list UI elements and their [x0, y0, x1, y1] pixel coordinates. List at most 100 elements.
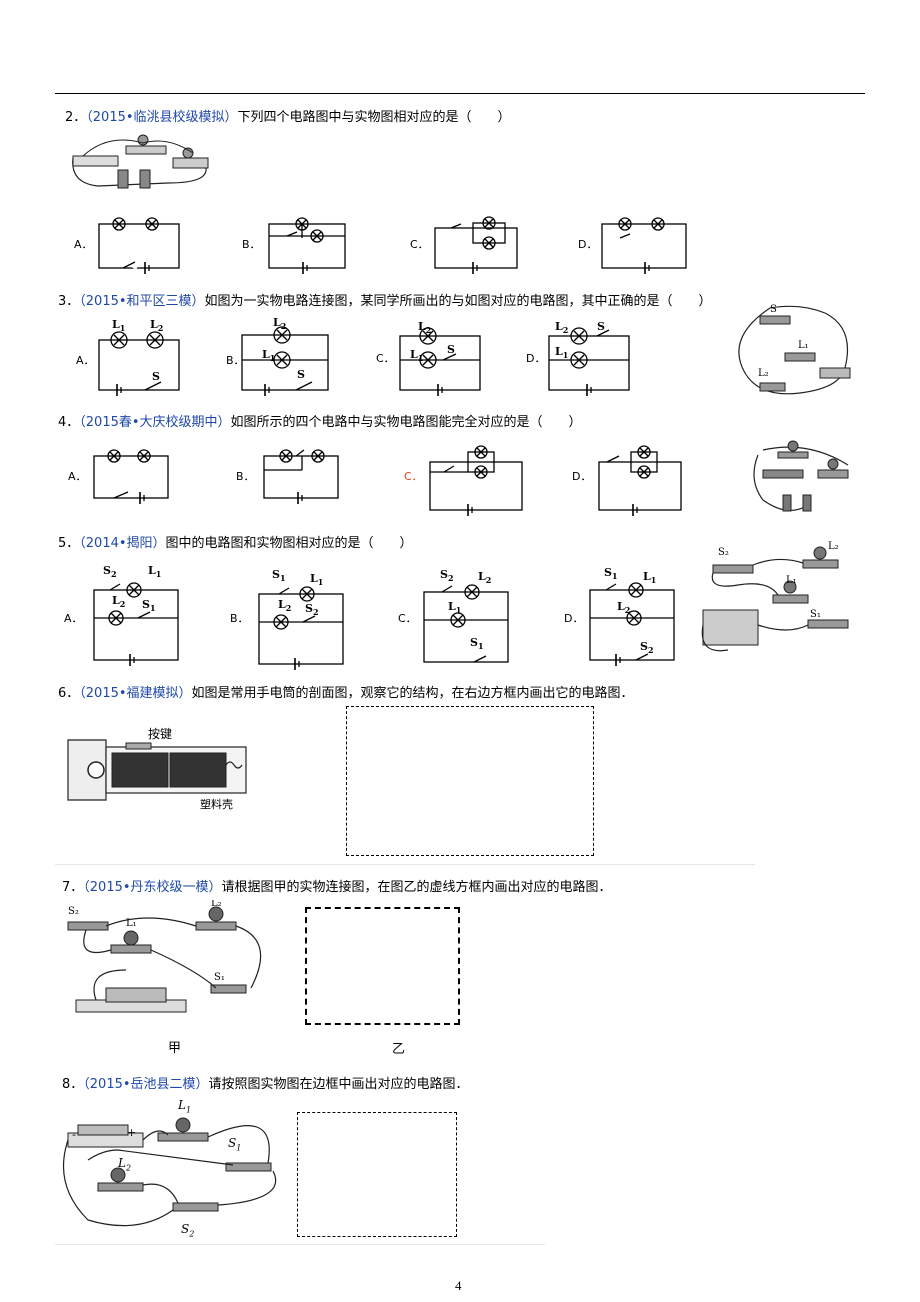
label-figure-yi: 乙: [392, 1042, 406, 1057]
label-plastic-shell: 塑料壳: [200, 798, 233, 811]
question-8: 8．（2015•岳池县二模）请按照图实物图在边框中画出对应的电路图．: [62, 1077, 469, 1092]
svg-text:S₂: S₂: [718, 547, 729, 558]
q2-option-c-circuit: [434, 216, 518, 274]
option-a-label: A．: [64, 612, 83, 625]
option-c-label: C．: [376, 352, 395, 365]
label-l2: L2: [273, 316, 287, 332]
q4-option-a-circuit: [93, 449, 169, 504]
label-l1: L1: [310, 572, 324, 588]
label-l1: L1: [178, 1098, 192, 1115]
svg-text:L₂: L₂: [211, 900, 222, 909]
question-source: （2015•福建模拟）: [79, 686, 192, 701]
label-s2: S2: [103, 564, 117, 580]
svg-text:L₂: L₂: [758, 368, 769, 379]
label-s2: S2: [640, 640, 654, 656]
flashlight-cross-section-image: [67, 739, 247, 801]
option-c-label: C．: [398, 612, 417, 625]
q2-option-b-circuit: [268, 217, 346, 274]
option-b-label: B．: [242, 238, 261, 251]
option-a-label: A．: [68, 470, 87, 483]
question-6: 6．（2015•福建模拟）如图是常用手电筒的剖面图，观察它的结构，在右边方框内画…: [58, 686, 634, 701]
label-l1: L1: [448, 600, 462, 616]
question-source: （2015•岳池县二模）: [83, 1077, 209, 1092]
q3-option-b-circuit: [241, 326, 329, 396]
option-d-label: D．: [564, 612, 584, 625]
question-source: （2015春•大庆校级期中）: [79, 415, 231, 430]
q5-option-c-circuit: [423, 584, 509, 663]
answer-box-q8[interactable]: [297, 1112, 457, 1237]
header-rule: [55, 93, 865, 94]
q2-option-a-circuit: [98, 217, 180, 274]
label-l1: L1: [148, 564, 162, 580]
label-s1: S1: [470, 636, 484, 652]
q8-physical-circuit-image: [62, 1117, 277, 1227]
q5-option-b-circuit: [258, 586, 344, 670]
divider: [55, 864, 755, 865]
label-l2: L2: [118, 1156, 132, 1173]
option-a-label: A．: [76, 354, 95, 367]
label-s1: S1: [272, 568, 286, 584]
label-s: S: [447, 343, 455, 356]
label-l1: L1: [410, 348, 424, 364]
option-d-label: D．: [578, 238, 598, 251]
label-l1: L1: [643, 570, 657, 586]
label-s: S: [597, 320, 605, 333]
question-source: （2015•和平区三模）: [79, 294, 205, 309]
q5-option-d-circuit: [589, 582, 675, 666]
question-5: 5．（2014•揭阳）图中的电路图和实物图相对应的是（ ）: [58, 536, 413, 551]
label-l2: L2: [418, 320, 432, 336]
label-s1: S1: [228, 1136, 242, 1153]
label-s2: S2: [181, 1222, 195, 1239]
svg-text:S₂: S₂: [68, 906, 79, 917]
divider: [55, 1244, 545, 1245]
label-s1: S1: [142, 598, 156, 614]
question-3: 3．（2015•和平区三模）如图为一实物电路连接图，某同学所画出的与如图对应的电…: [58, 294, 712, 309]
q5-option-a-circuit: [93, 582, 179, 666]
option-c-label: C．: [410, 238, 429, 251]
q4-option-b-circuit: [263, 449, 339, 504]
label-s2: S2: [305, 602, 319, 618]
label-l2: L2: [617, 600, 631, 616]
option-c-label: C．: [404, 470, 423, 483]
question-4: 4．（2015春•大庆校级期中）如图所示的四个电路中与实物电路图能完全对应的是（…: [58, 415, 582, 430]
label-l2: L2: [478, 570, 492, 586]
option-d-label: D．: [572, 470, 592, 483]
q3-option-c-circuit: [399, 327, 481, 396]
q5-physical-circuit-image: S₂ L₂ L₁ S₁: [701, 541, 849, 652]
option-d-label: D．: [526, 352, 546, 365]
label-s: S: [152, 370, 160, 383]
label-s2: S2: [440, 568, 454, 584]
answer-box-q6[interactable]: [346, 706, 594, 856]
label-button: 按键: [148, 727, 173, 741]
option-b-label: B．: [230, 612, 249, 625]
q2-physical-circuit-image: [72, 134, 209, 189]
svg-text:S: S: [770, 304, 777, 315]
svg-text:L₁: L₁: [786, 575, 797, 586]
q4-physical-circuit-image: [753, 440, 849, 512]
question-source: （2014•揭阳）: [79, 536, 166, 551]
svg-text:S₁: S₁: [810, 609, 821, 620]
label-s1: S1: [604, 566, 618, 582]
svg-text:L₁: L₁: [126, 918, 137, 929]
q2-option-d-circuit: [601, 217, 687, 274]
label-l1: L1: [555, 345, 569, 361]
label-s: S: [297, 368, 305, 381]
svg-text:L₂: L₂: [828, 541, 839, 552]
answer-box-q7[interactable]: [305, 907, 460, 1025]
label-l2: L2: [150, 318, 164, 334]
question-source: （2015•临洮县校级模拟）: [86, 110, 238, 125]
label-l1: L1: [262, 348, 276, 364]
page-number: 4: [455, 1278, 462, 1293]
question-2: 2．（2015•临洮县校级模拟）下列四个电路图中与实物图相对应的是（ ）: [65, 110, 511, 125]
q3-option-d-circuit: [548, 327, 630, 396]
label-l2: L2: [112, 594, 126, 610]
label-battery-plus: +: [127, 1126, 137, 1139]
question-7: 7．（2015•丹东校级一模）请根据图甲的实物连接图，在图乙的虚线方框内画出对应…: [62, 880, 612, 895]
label-figure-jia: 甲: [168, 1041, 182, 1056]
option-a-label: A．: [74, 238, 93, 251]
option-b-label: B．: [226, 354, 245, 367]
option-b-label: B．: [236, 470, 255, 483]
question-source: （2015•丹东校级一模）: [83, 880, 222, 895]
